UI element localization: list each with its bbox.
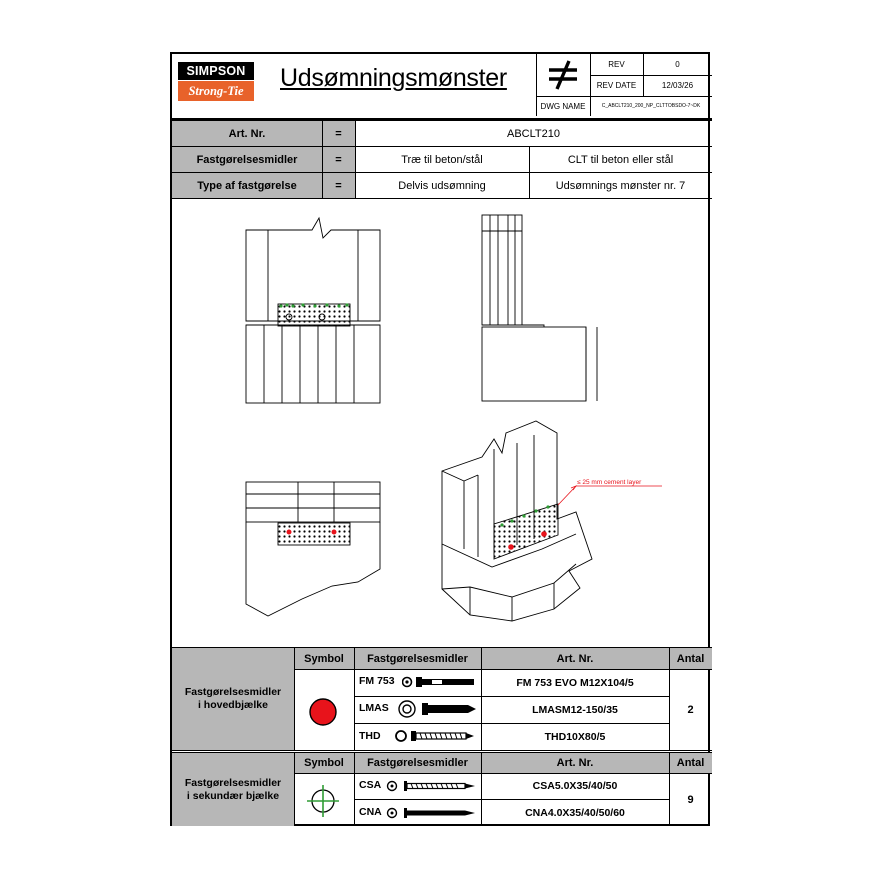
red-dot-icon (308, 697, 338, 727)
table1-row-label: Fastgørelsesmidler i hovedbjælke (172, 648, 294, 750)
cna-nail-icon (386, 805, 478, 821)
table2-art-header: Art. Nr. (481, 753, 669, 773)
cement-layer-annotation: ≤ 25 mm cement layer (577, 479, 642, 486)
table2-antal-value: 9 (687, 793, 694, 806)
fm753-bolt-icon (401, 674, 478, 690)
art-nr-eq: = (322, 121, 355, 146)
table1-symbol-header: Symbol (294, 648, 354, 669)
csa-screw-icon (386, 778, 478, 794)
fastener-lmas-art: LMASM12-150/35 (532, 703, 618, 716)
rev-date-value: 12/03/26 (661, 81, 694, 90)
fastener-fm753-art: FM 753 EVO M12X104/5 (516, 676, 634, 689)
rev-value: 0 (675, 60, 680, 69)
fastener-csa-art: CSA5.0X35/40/50 (532, 780, 618, 792)
dwg-name-value: C_ABCLT210_200_NP_CLTTOBSDO-7~DK (601, 103, 701, 109)
art-nr-label: Art. Nr. (172, 121, 322, 146)
table1-antal-value: 2 (687, 703, 694, 716)
drawing-sheet: SIMPSON Strong-Tie Udsømningsmønster REV… (170, 52, 712, 826)
fastener-cna-art: CNA4.0X35/40/50/60 (525, 806, 625, 819)
fastener-csa-label: CSA (359, 779, 382, 791)
fastener-lmas-label: LMAS (359, 702, 389, 714)
fastgorelsesmidler-label: Fastgørelsesmidler (172, 147, 322, 172)
crosshair-circle-icon (306, 784, 340, 818)
fastgorelsesmidler-value-1: Træ til beton/stål (401, 153, 483, 166)
table1-fast-header: Fastgørelsesmidler (354, 648, 481, 669)
table2-row-label: Fastgørelsesmidler i sekundær bjælke (172, 753, 294, 826)
rev-date-label: REV DATE (596, 81, 637, 90)
technical-drawing (245, 214, 662, 622)
strong-tie-logo: Strong-Tie (178, 81, 254, 101)
fastener-cna-label: CNA (359, 806, 382, 818)
table2-symbol-header: Symbol (294, 753, 354, 773)
fastener-thd-art: THD10X80/5 (544, 730, 606, 743)
table1-antal-header: Antal (669, 648, 712, 669)
table1-art-header: Art. Nr. (481, 648, 669, 669)
table2-antal-header: Antal (669, 753, 712, 773)
dwg-name-label: DWG NAME (540, 101, 586, 111)
fastener-thd-label: THD (359, 730, 381, 742)
thd-screw-icon (394, 728, 478, 744)
type-label: Type af fastgørelse (172, 173, 322, 198)
fastener-fm753-label: FM 753 (359, 675, 395, 687)
fastgorelsesmidler-eq: = (322, 147, 355, 172)
simpson-logo: SIMPSON (178, 62, 254, 80)
type-value-2: Udsømnings mønster nr. 7 (555, 179, 686, 192)
not-equal-icon (546, 59, 580, 91)
page-title: Udsømningsmønster (280, 64, 507, 92)
lmas-screw-icon (398, 699, 478, 719)
type-value-1: Delvis udsømning (398, 179, 486, 192)
table2-fast-header: Fastgørelsesmidler (354, 753, 481, 773)
rev-label: REV (608, 60, 625, 69)
type-eq: = (322, 173, 355, 198)
art-nr-value: ABCLT210 (507, 127, 560, 140)
fastgorelsesmidler-value-2: CLT til beton eller stål (567, 153, 674, 166)
